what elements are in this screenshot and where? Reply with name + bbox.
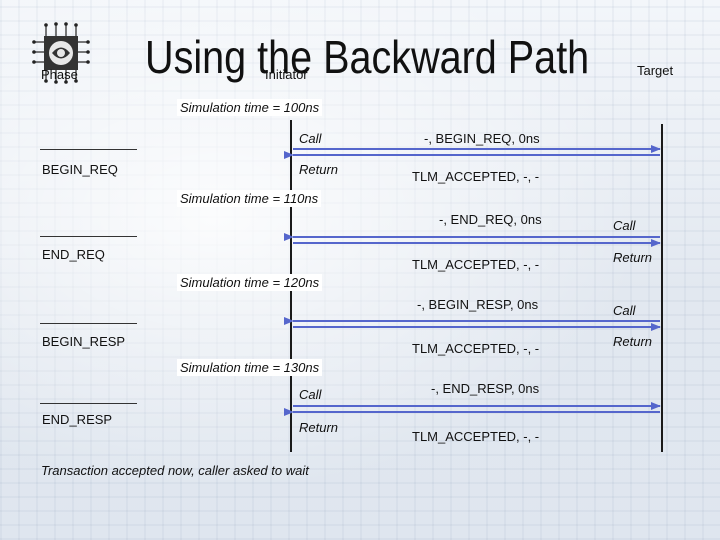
phase-label: BEGIN_RESP xyxy=(42,334,126,349)
return-label: Return xyxy=(299,420,339,435)
phase-divider xyxy=(40,149,137,150)
phase-divider xyxy=(40,323,137,324)
call-label: Call xyxy=(613,218,636,233)
call-label: Call xyxy=(299,131,322,146)
target-column-header: Target xyxy=(637,63,674,78)
call-arguments: -, BEGIN_RESP, 0ns xyxy=(417,297,539,312)
phase-column-header: Phase xyxy=(41,67,78,82)
call-label: Call xyxy=(613,303,636,318)
return-label: Return xyxy=(613,250,653,265)
footnote: Transaction accepted now, caller asked t… xyxy=(41,463,309,478)
phase-label: BEGIN_REQ xyxy=(42,162,118,177)
simulation-time-label: Simulation time = 130ns xyxy=(177,359,323,376)
simulation-time-label: Simulation time = 110ns xyxy=(177,190,322,207)
phase-label: END_REQ xyxy=(42,247,105,262)
return-label: Return xyxy=(299,162,339,177)
simulation-time-label: Simulation time = 100ns xyxy=(177,99,323,116)
return-values: TLM_ACCEPTED, -, - xyxy=(412,169,540,184)
phase-divider xyxy=(40,403,137,404)
call-arguments: -, END_RESP, 0ns xyxy=(431,381,540,396)
page-title: Using the Backward Path xyxy=(145,31,590,83)
phase-label: END_RESP xyxy=(42,412,113,427)
return-values: TLM_ACCEPTED, -, - xyxy=(412,257,540,272)
return-values: TLM_ACCEPTED, -, - xyxy=(412,341,540,356)
phase-divider xyxy=(40,236,137,237)
call-arguments: -, BEGIN_REQ, 0ns xyxy=(424,131,540,146)
call-arguments: -, END_REQ, 0ns xyxy=(439,212,542,227)
call-label: Call xyxy=(299,387,322,402)
return-values: TLM_ACCEPTED, -, - xyxy=(412,429,540,444)
initiator-column-header: Initiator xyxy=(265,67,308,82)
chip-logo-icon xyxy=(32,22,90,84)
simulation-time-label: Simulation time = 120ns xyxy=(177,274,323,291)
return-label: Return xyxy=(613,334,653,349)
